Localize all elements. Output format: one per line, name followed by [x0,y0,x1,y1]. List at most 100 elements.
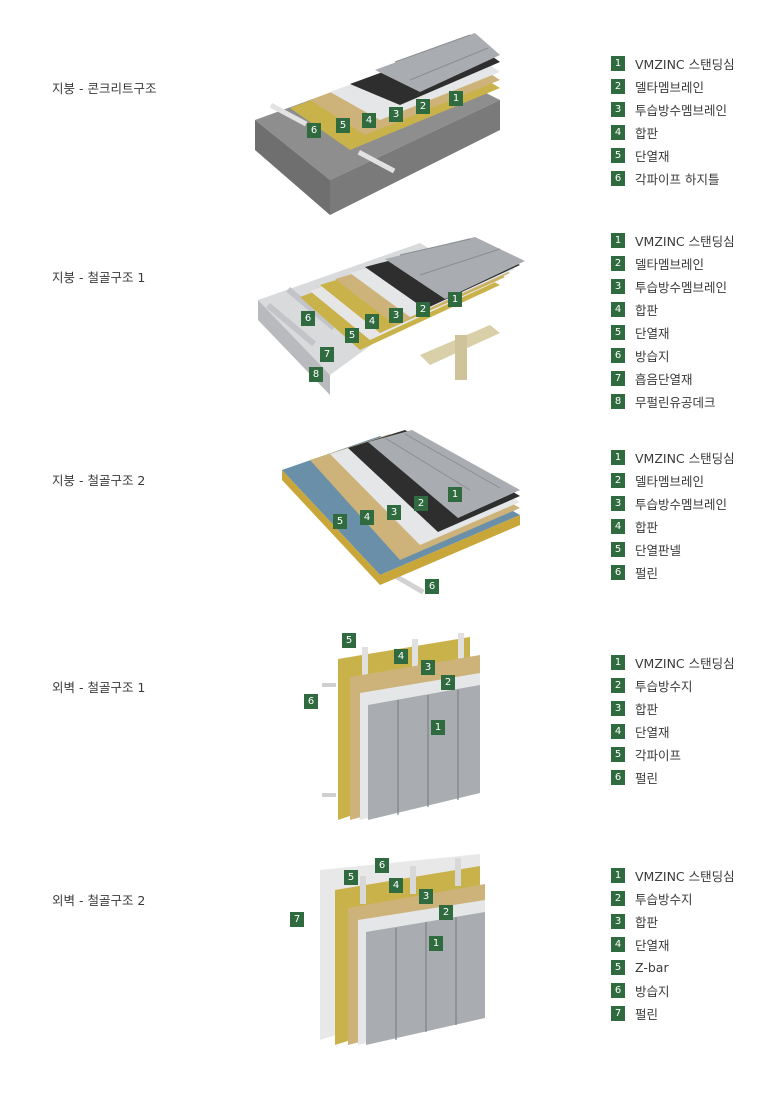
svg-text:1: 1 [452,489,458,500]
legend-badge: 4 [611,937,625,952]
legend-badge: 1 [611,450,625,465]
legend-badge: 1 [611,233,625,248]
svg-text:2: 2 [420,101,426,112]
legend-badge: 3 [611,279,625,294]
legend-text: 투습방수멤브레인 [635,103,728,118]
legend-badge: 6 [611,770,625,785]
svg-text:2: 2 [418,498,424,509]
legend-text: 펄린 [635,566,659,581]
diagram-label-4: 4 [362,113,376,128]
pipe-frame [269,103,308,127]
legend-item: 6 펄린 [611,561,735,584]
legend-badge: 2 [611,678,625,693]
diagram-label-1: 1 [431,720,445,735]
seam-line [419,248,501,276]
legend-text: 합판 [635,915,659,930]
diagram-label-6: 6 [425,579,439,594]
diagram-label-1: 1 [449,91,463,106]
diagram-label-6: 6 [304,694,318,709]
diagram-label-4: 4 [394,649,408,664]
legend-badge: 7 [611,1006,625,1021]
legend-text: 방습지 [635,349,670,364]
svg-text:7: 7 [294,914,300,925]
square-pipe [412,639,418,669]
legend-text: 단열재 [635,326,670,341]
insulated-panel-front [380,515,520,585]
wall-steel-2-diagram: 1 2 3 4 5 6 7 [290,854,485,1045]
legend-badge: 4 [611,302,625,317]
svg-text:4: 4 [393,880,399,891]
svg-text:1: 1 [435,722,441,733]
legend-text: 합판 [635,303,659,318]
legend-text: 단열재 [635,725,670,740]
svg-text:2: 2 [443,907,449,918]
legend-text: VMZINC 스탠딩심 [635,234,735,249]
legend-badge: 5 [611,747,625,762]
seam-line [384,437,471,491]
roof-steel-2-diagram: 1 2 3 4 5 6 [282,430,520,595]
svg-text:5: 5 [340,120,346,131]
legend-item: 6 방습지 [611,344,735,367]
svg-text:3: 3 [393,109,399,120]
legend-text: VMZINC 스탠딩심 [635,656,735,671]
legend-text: 단열재 [635,149,670,164]
svg-text:6: 6 [379,860,385,871]
square-pipe [362,647,368,677]
svg-text:1: 1 [433,938,439,949]
diagram-label-8: 8 [309,367,323,382]
zinc-layer [368,685,480,820]
legend-item: 3 투습방수멤브레인 [611,98,735,121]
legend-text: 각파이프 [635,748,682,763]
section-title: 외벽 - 철골구조 2 [52,893,146,908]
legend-badge: 4 [611,125,625,140]
legend-text: 단열판넬 [635,543,682,558]
legend-badge: 8 [611,394,625,409]
legend-text: 단열재 [635,938,670,953]
diagram-label-4: 4 [365,314,379,329]
svg-text:3: 3 [425,662,431,673]
diagram-label-3: 3 [419,889,433,904]
diagram-label-7: 7 [320,347,334,362]
legend-badge: 5 [611,325,625,340]
legend-badge: 3 [611,102,625,117]
legend-text: VMZINC 스탠딩심 [635,869,735,884]
svg-text:4: 4 [364,512,370,523]
wall-steel-1-diagram: 1 2 3 4 5 6 [304,633,480,820]
z-bar [455,858,461,886]
seam-line [399,238,471,256]
svg-text:1: 1 [452,294,458,305]
legend-badge: 2 [611,79,625,94]
legend-badge: 6 [611,565,625,580]
legend-badge: 7 [611,371,625,386]
seam-line [404,433,501,489]
diagram-label-6: 6 [307,123,321,138]
svg-text:5: 5 [346,635,352,646]
section-title: 외벽 - 철골구조 1 [52,680,146,695]
legend-badge: 6 [611,983,625,998]
legend-text: 델타멤브레인 [635,474,705,489]
concrete-slab-side [255,120,330,215]
diagram-label-3: 3 [389,107,403,122]
diagram-label-3: 3 [389,308,403,323]
legend-badge: 3 [611,496,625,511]
diagram-label-2: 2 [441,675,455,690]
svg-text:6: 6 [311,125,317,136]
legend-badge: 6 [611,348,625,363]
